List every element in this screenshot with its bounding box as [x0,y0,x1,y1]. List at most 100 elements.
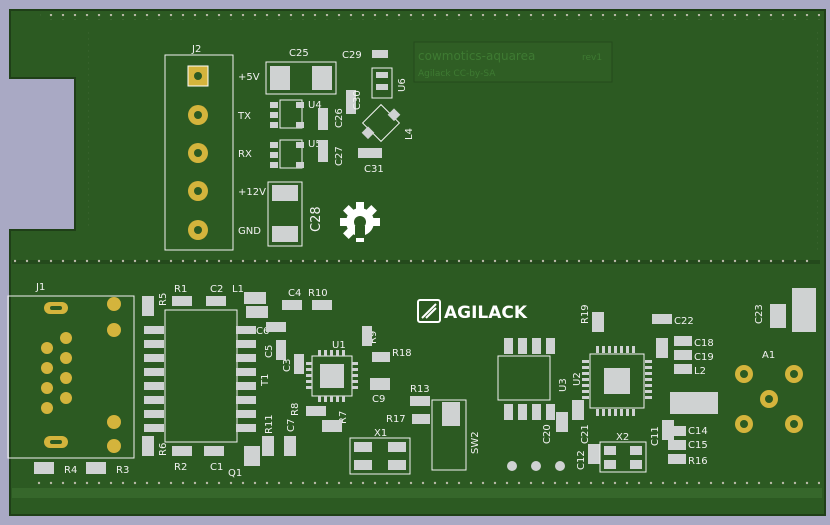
r11-ref: R11 [264,414,275,434]
u4-footprint [270,99,304,129]
agilack-logo-icon [417,299,441,323]
j2-label-tx: TX [237,111,251,122]
t1-pads [144,326,256,432]
c23-ref: C23 [754,304,765,324]
j2-ref: J2 [191,44,201,55]
r4-pads [34,462,54,474]
c4-ref: C4 [288,288,301,299]
c6-ref: C6 [256,326,269,337]
j2-connector-outline [164,54,234,251]
c25-pad-a [270,66,290,90]
u5-ref: U5 [308,139,322,150]
agilack-logo-text: AGILACK [444,303,528,323]
j1-pads [41,297,121,453]
title-box [413,41,613,83]
j2-label-12v: +12V [238,187,266,198]
u4-ref: U4 [308,100,322,111]
c14-ref: C14 [688,426,708,437]
c26-ref: C26 [334,108,345,128]
t1-ref: T1 [260,374,271,387]
r7-ref: R7 [338,411,349,424]
u3-ref: U3 [558,378,569,392]
j2-label-gnd: GND [238,226,261,237]
c25-outline [265,61,337,95]
c30-ref: C30 [352,90,363,110]
via-row-top [40,14,820,20]
u6-footprint [371,67,393,99]
c20-ref: C20 [542,424,553,444]
l2-ref: L2 [694,366,706,377]
r9-ref: R9 [368,331,379,344]
l4-footprint [361,103,401,143]
q1-ref: Q1 [228,468,242,479]
via-row-mid [14,258,814,264]
c3-ref: C3 [282,359,293,372]
l4-ref: L4 [404,128,415,140]
board-revision: rev1 [582,53,602,63]
c25-pad-b [312,66,332,90]
test-point-1 [507,461,517,471]
r1-ref: R1 [174,284,187,295]
u6-ref: U6 [397,78,408,92]
via-column-right [812,30,818,250]
c5-ref: C5 [264,345,275,358]
c28-pad-a [272,185,298,201]
c29-pads [372,50,388,58]
r3-ref: R3 [116,465,129,476]
c25-ref: C25 [289,48,309,59]
j2-label-5v: +5V [238,72,260,83]
via-row-bottom [30,480,820,486]
c12-ref: C12 [576,450,587,470]
test-point-2 [531,461,541,471]
c21-ref: C21 [580,424,591,444]
sw2-outline [431,399,467,471]
c19-ref: C19 [694,352,714,363]
c31-pads [358,148,382,158]
c26-pads [318,108,328,130]
r10-ref: R10 [308,288,328,299]
c15-ref: C15 [688,440,708,451]
r2-ref: R2 [174,462,187,473]
c31-ref: C31 [364,164,384,175]
c11-ref: C11 [650,426,661,446]
c1-ref: C1 [210,462,223,473]
j2-label-rx: RX [238,149,252,160]
test-point-3 [555,461,565,471]
c28-ref: C28 [309,206,324,232]
c22-ref: C22 [674,316,694,327]
x1-ref: X1 [374,428,387,439]
board-license: Agilack CC-by-SA [418,69,496,79]
sw2-ref: SW2 [470,431,481,454]
c18-ref: C18 [694,338,714,349]
a1-ref: A1 [762,350,775,361]
c27-ref: C27 [334,146,345,166]
l1-ref: L1 [232,284,244,295]
r6-ref: R6 [158,443,169,456]
c2-ref: C2 [210,284,223,295]
c30-pads [346,90,356,114]
c27-pads [318,140,328,162]
c9-ref: C9 [372,394,385,405]
j2-pins [187,65,209,240]
c23-connector-pads [792,288,816,332]
bottom-copper-strip [12,488,822,498]
c7-ref: C7 [286,419,297,432]
a1-pads [735,365,803,433]
x2-footprint [599,441,647,473]
u1-ref: U1 [332,340,346,351]
x1-footprint [349,437,411,475]
j1-outline [7,295,135,459]
r18-ref: R18 [392,348,412,359]
c29-ref: C29 [342,50,362,61]
via-column-left [88,30,94,230]
r4-ref: R4 [64,465,77,476]
r16-ref: R16 [688,456,708,467]
r8-ref: R8 [290,403,301,416]
u3-footprint [497,355,551,401]
j1-ref: J1 [35,282,45,293]
r13-ref: R13 [410,384,430,395]
r19-ref: R19 [580,304,591,324]
r17-ref: R17 [386,414,406,425]
r5-ref: R5 [158,293,169,306]
